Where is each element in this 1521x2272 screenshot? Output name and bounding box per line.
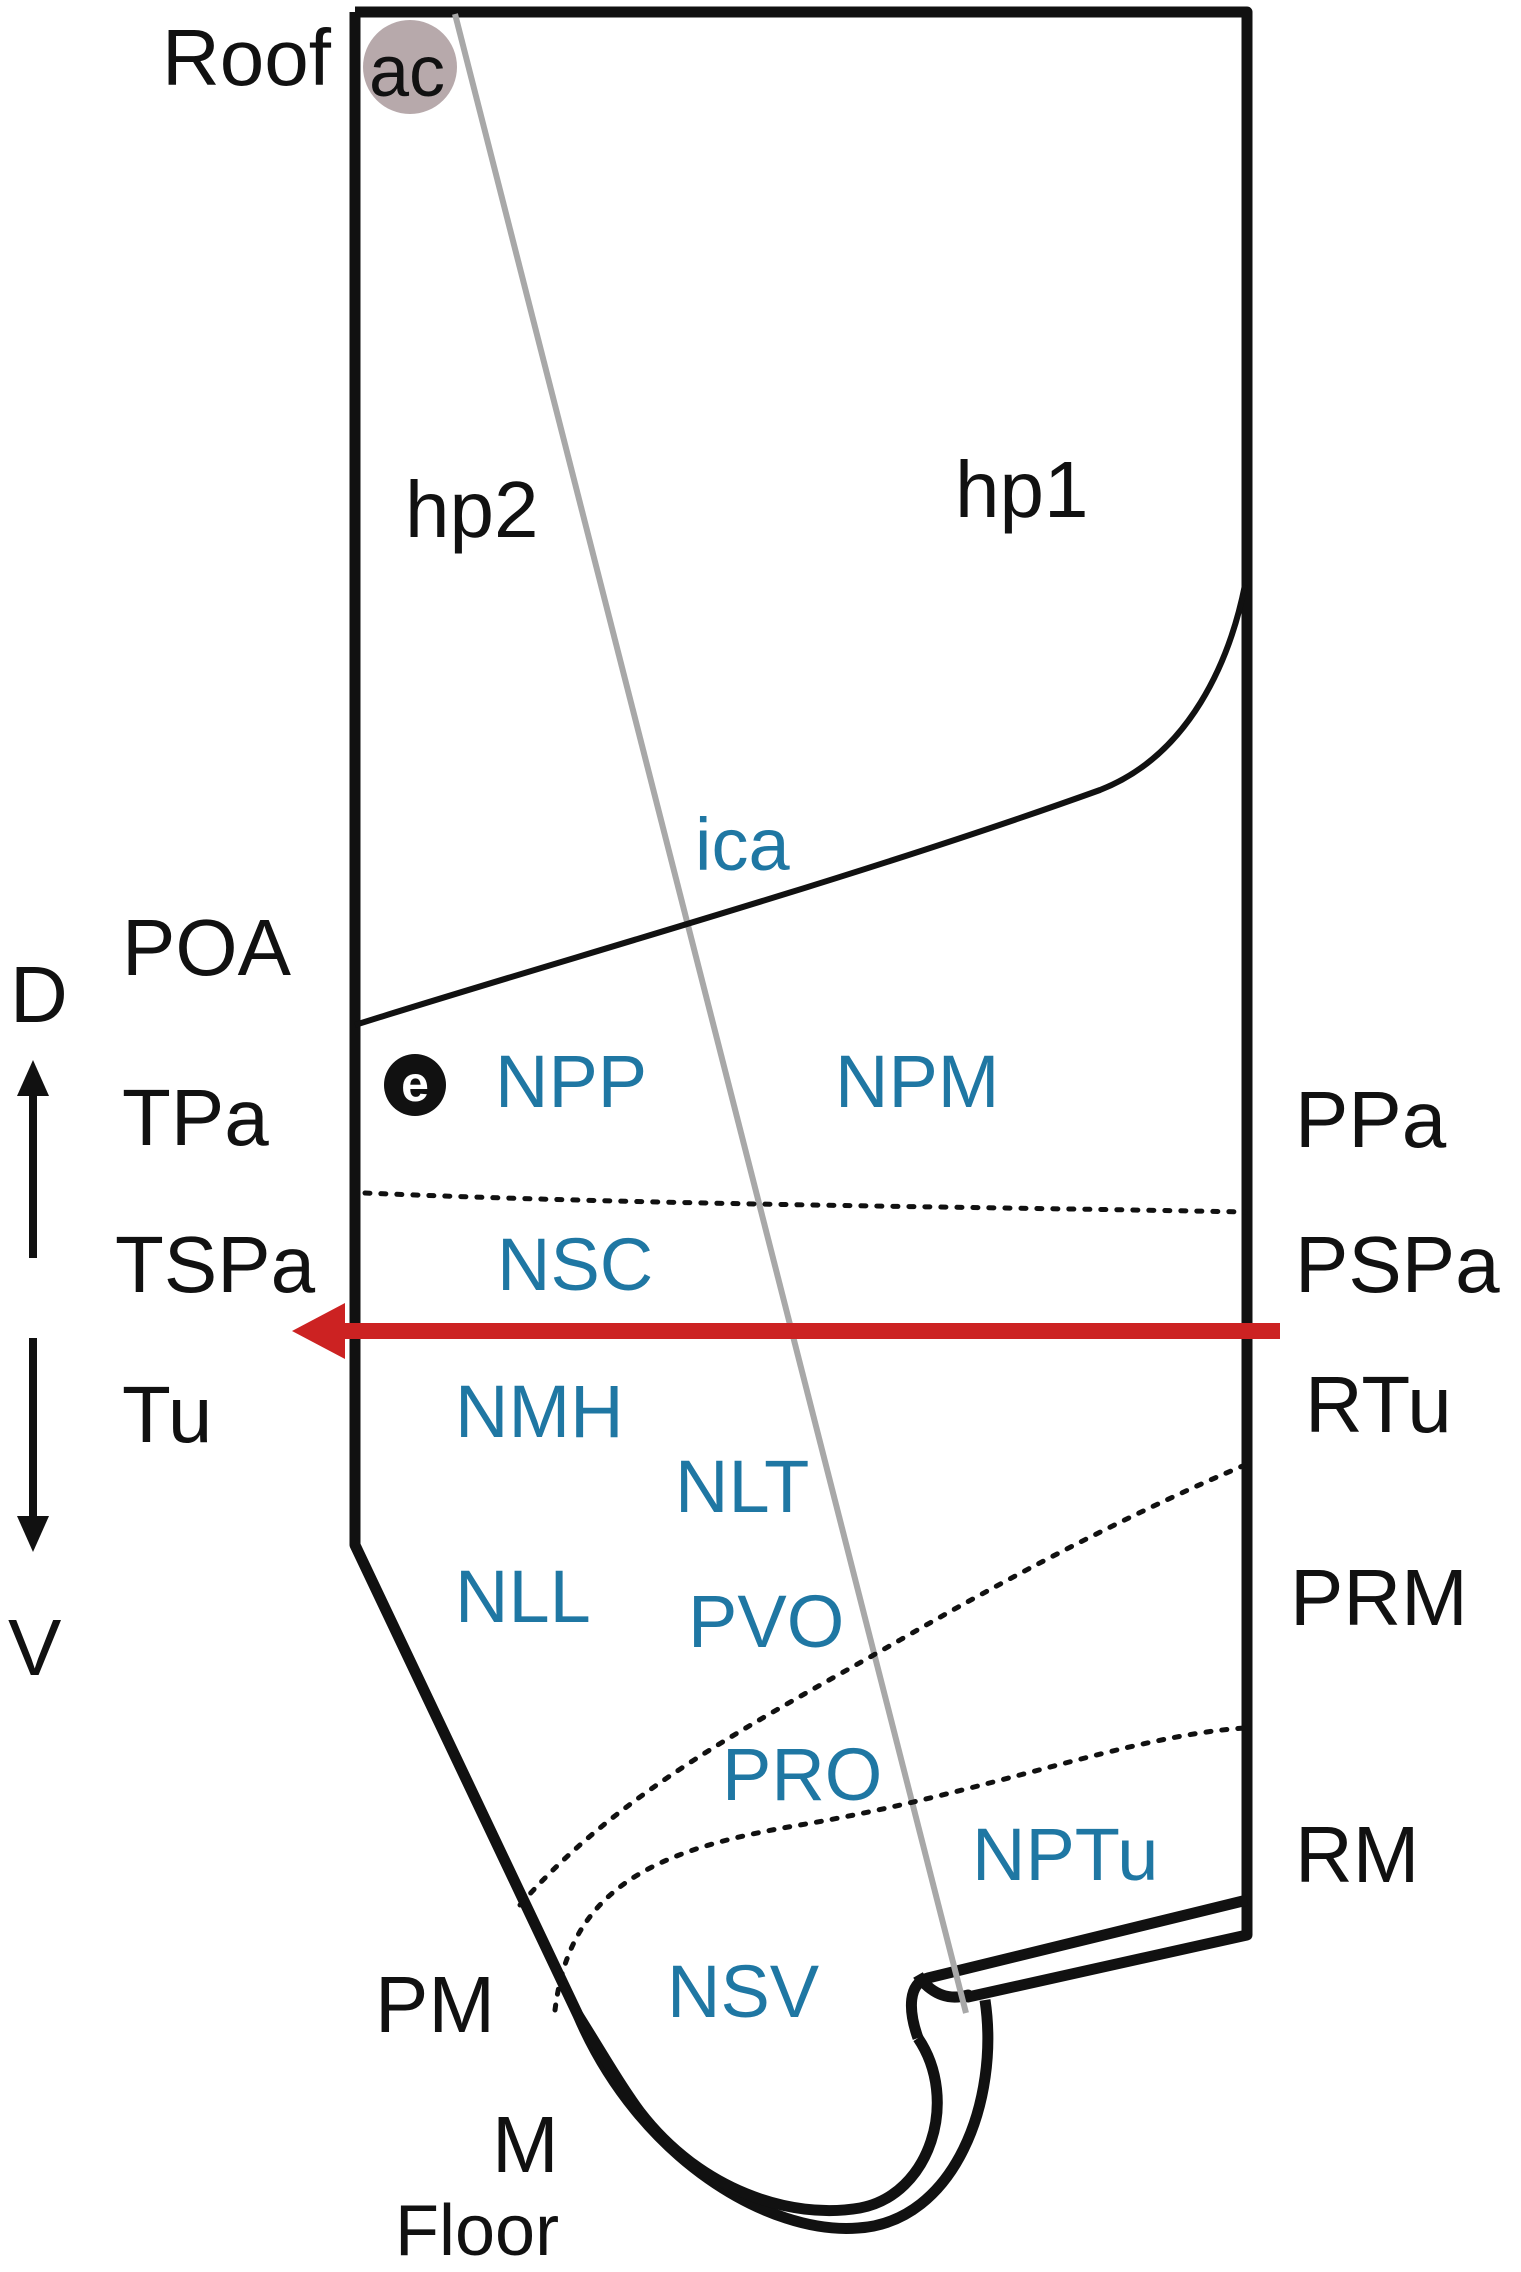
pspa-label: PSPa	[1295, 1220, 1500, 1309]
tpa-label: TPa	[122, 1073, 269, 1162]
poa-boundary	[354, 584, 1248, 1028]
red-arrow-head	[292, 1303, 345, 1359]
hp-boundary-line	[452, 13, 969, 2014]
tpa-tspa-boundary	[362, 1190, 1248, 1215]
nptu-label: NPTu	[972, 1813, 1159, 1896]
hp1-label: hp1	[955, 445, 1089, 534]
pvo-label: PVO	[688, 1580, 845, 1663]
ventral-arrow-head	[17, 1516, 49, 1552]
dorsal-label: D	[10, 950, 68, 1039]
nmh-label: NMH	[455, 1370, 624, 1453]
hp2-label: hp2	[405, 465, 539, 554]
pm-label: PM	[375, 1960, 495, 2049]
nll-label: NLL	[455, 1555, 591, 1638]
nsv-label: NSV	[667, 1950, 820, 2033]
npm-label: NPM	[835, 1040, 1000, 1123]
e-marker: e	[384, 1054, 446, 1116]
prm-label: PRM	[1290, 1553, 1468, 1642]
rtu-label: RTu	[1305, 1360, 1452, 1449]
ventral-label: V	[8, 1603, 62, 1692]
nsc-label: NSC	[497, 1223, 654, 1306]
m-label: M	[492, 2100, 559, 2189]
ac-label: ac	[369, 32, 446, 112]
floor-inner-wall	[573, 1894, 1249, 2116]
ica-label: ica	[695, 803, 790, 886]
tspa-label: TSPa	[115, 1220, 316, 1309]
pro-label: PRO	[722, 1733, 883, 1816]
rm-boundary	[552, 1725, 1248, 2013]
npp-label: NPP	[495, 1040, 648, 1123]
floor-label: Floor	[395, 2191, 560, 2271]
ppa-label: PPa	[1295, 1075, 1447, 1164]
roof-label: Roof	[162, 13, 331, 102]
poa-label: POA	[122, 903, 291, 992]
tu-label: Tu	[122, 1370, 213, 1459]
prm-boundary	[517, 1462, 1248, 1908]
rm-label: RM	[1295, 1810, 1420, 1899]
ac-circle	[363, 20, 457, 114]
dorsal-arrow-head	[17, 1060, 49, 1096]
floor-inner-curve	[635, 2034, 943, 2216]
nlt-label: NLT	[675, 1445, 810, 1528]
